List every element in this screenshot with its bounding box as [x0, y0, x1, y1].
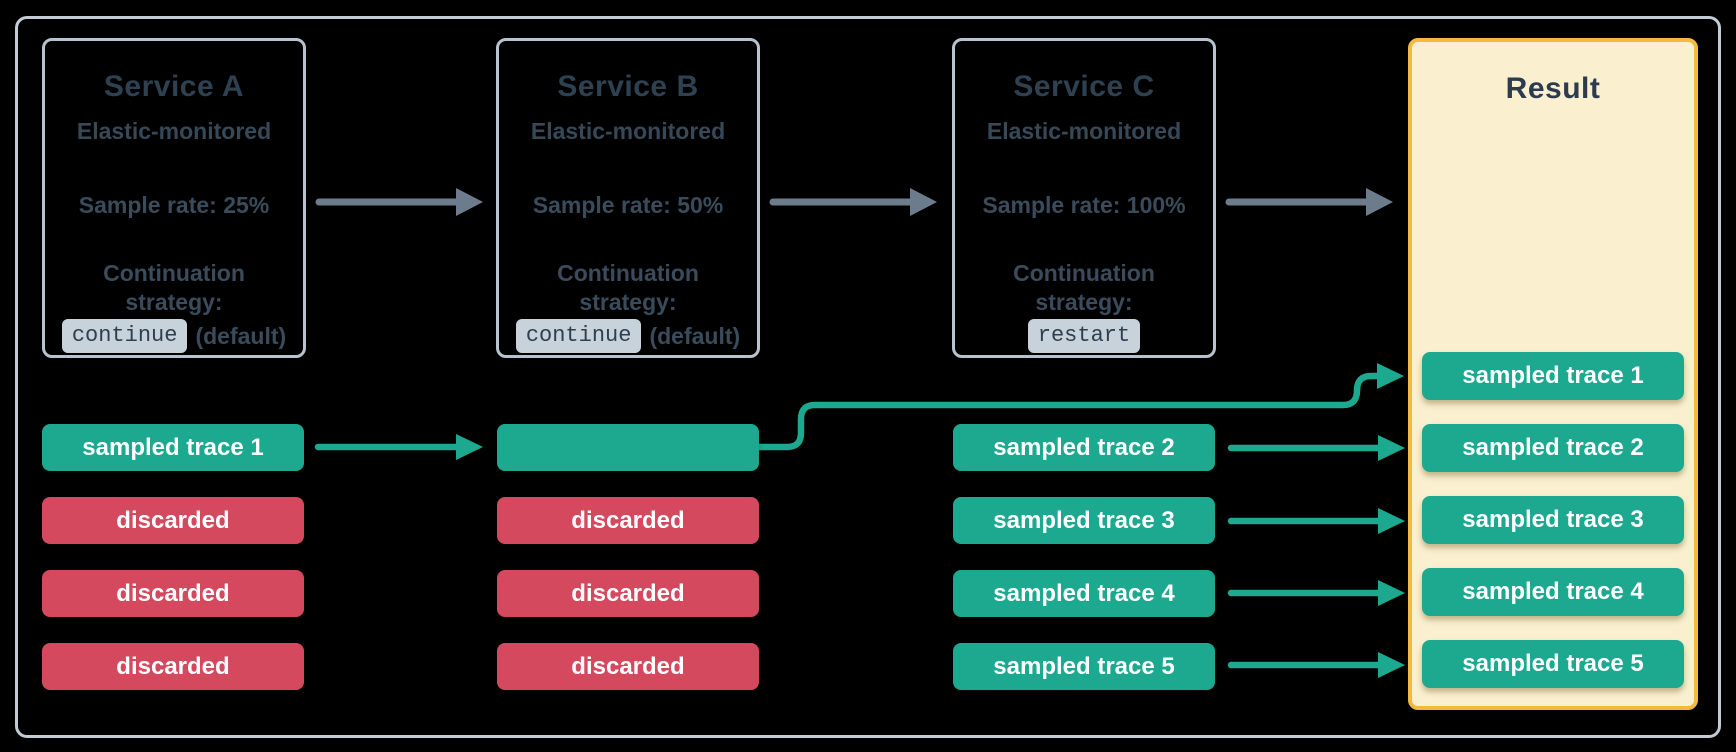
service-c-trace-chip-sampled-3: sampled trace 3	[953, 497, 1215, 544]
result-trace-chip-4: sampled trace 4	[1422, 568, 1684, 616]
service-c-strategy-row: restart	[955, 319, 1213, 353]
service-b-monitored-label: Elastic-monitored	[530, 118, 726, 144]
service-c-title: Service C	[1013, 70, 1155, 103]
service-a-trace-chip-discarded-1: discarded	[42, 497, 304, 544]
service-a-strategy-default-suffix: (default)	[195, 322, 287, 349]
service-a-strategy-value-chip: continue	[61, 319, 188, 353]
result-trace-chip-1: sampled trace 1	[1422, 352, 1684, 400]
service-a-title: Service A	[103, 70, 245, 103]
service-a-box: Service A Elastic-monitored Sample rate:…	[42, 38, 306, 358]
service-a-trace-chip-discarded-3: discarded	[42, 643, 304, 690]
service-c-trace-chip-sampled-2: sampled trace 2	[953, 424, 1215, 471]
service-b-trace-chip-discarded-1: discarded	[497, 497, 759, 544]
service-b-trace-chip-discarded-2: discarded	[497, 570, 759, 617]
service-a-trace-chip-sampled-1: sampled trace 1	[42, 424, 304, 471]
service-b-strategy-row: continue (default)	[499, 319, 757, 353]
service-b-strategy-default-suffix: (default)	[649, 322, 741, 349]
service-b-strategy-value-chip: continue	[515, 319, 642, 353]
result-box: Result sampled trace 1 sampled trace 2 s…	[1408, 38, 1698, 710]
service-b-sample-rate: Sample rate: 50%	[532, 192, 724, 218]
result-trace-chip-3: sampled trace 3	[1422, 496, 1684, 544]
service-b-trace-chip-discarded-3: discarded	[497, 643, 759, 690]
service-c-monitored-label: Elastic-monitored	[986, 118, 1182, 144]
service-c-trace-chip-sampled-5: sampled trace 5	[953, 643, 1215, 690]
result-trace-chip-5: sampled trace 5	[1422, 640, 1684, 688]
service-c-trace-chip-sampled-4: sampled trace 4	[953, 570, 1215, 617]
outer-frame-border	[15, 16, 1721, 738]
service-a-monitored-label: Elastic-monitored	[76, 118, 272, 144]
result-title: Result	[1505, 72, 1601, 105]
service-b-title: Service B	[557, 70, 699, 103]
result-trace-chip-2: sampled trace 2	[1422, 424, 1684, 472]
service-a-sample-rate: Sample rate: 25%	[78, 192, 270, 218]
service-c-strategy-value-chip: restart	[1027, 319, 1141, 353]
service-b-box: Service B Elastic-monitored Sample rate:…	[496, 38, 760, 358]
service-a-strategy-row: continue (default)	[45, 319, 303, 353]
service-a-trace-chip-discarded-2: discarded	[42, 570, 304, 617]
service-c-sample-rate: Sample rate: 100%	[982, 192, 1186, 218]
service-c-strategy-label: Continuation strategy:	[1013, 260, 1155, 315]
service-a-strategy-label: Continuation strategy:	[103, 260, 245, 315]
service-b-trace-chip-sampled-1-unlabeled	[497, 424, 759, 471]
service-b-strategy-label: Continuation strategy:	[557, 260, 699, 315]
service-c-box: Service C Elastic-monitored Sample rate:…	[952, 38, 1216, 358]
